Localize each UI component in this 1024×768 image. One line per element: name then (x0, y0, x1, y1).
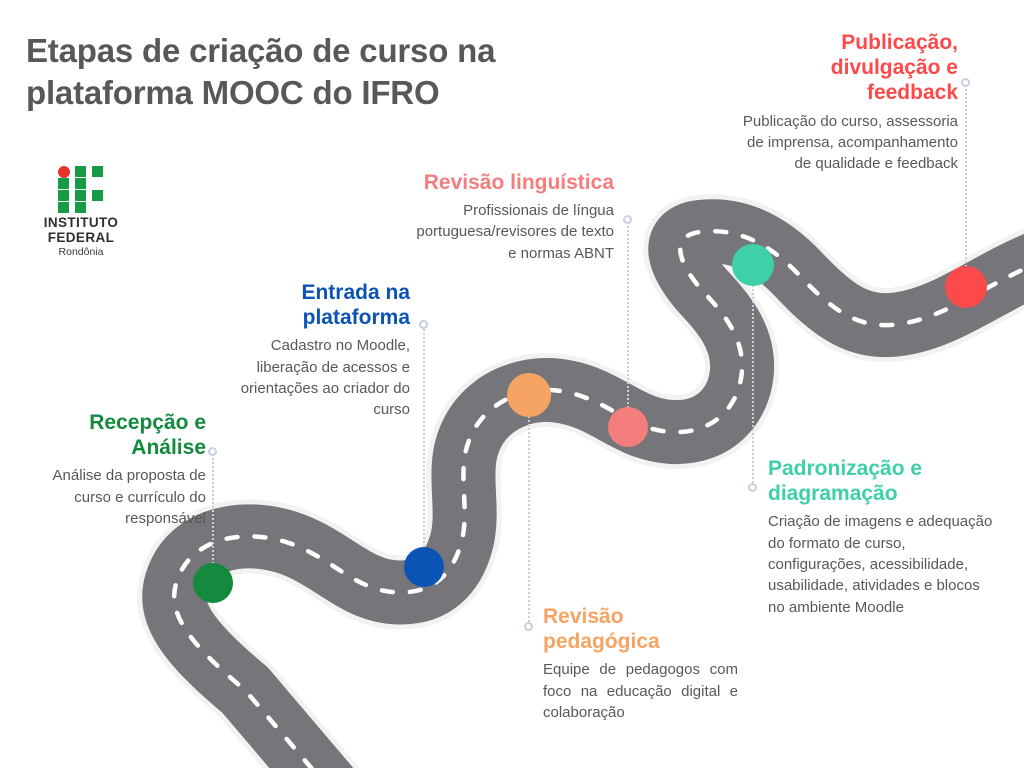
stage-desc-padronizacao-diagramacao: Criação de imagens e adequação do format… (768, 513, 993, 616)
logo-block (58, 190, 69, 201)
stage-title-entrada-plataforma: Entrada na plataforma (301, 281, 410, 330)
stage-revisao-linguistica: Revisão linguística Profissionais de lín… (412, 170, 614, 264)
logo-block (75, 166, 86, 177)
connector-line-publicacao-divulgacao-feedback (965, 82, 967, 287)
logo-block (75, 178, 86, 189)
stage-publicacao-divulgacao-feedback: Publicação, divulgação e feedback Public… (742, 30, 958, 174)
logo-mark (58, 166, 104, 213)
logo-block (58, 202, 69, 213)
connector-line-recepcao-analise (212, 451, 214, 583)
connector-line-revisao-linguistica (627, 219, 629, 427)
stage-title-padronizacao-diagramacao: Padronização e diagramação (768, 457, 923, 506)
stage-desc-publicacao-divulgacao-feedback: Publicação do curso, assessoria de impre… (742, 112, 958, 173)
stage-desc-revisao-pedagogica: Equipe de pedagogos com foco na educação… (543, 661, 738, 721)
ifro-logo: INSTITUTO FEDERAL Rondônia (25, 166, 137, 268)
connector-line-revisao-pedagogica (528, 395, 530, 626)
logo-block (75, 190, 86, 201)
stage-desc-entrada-plataforma: Cadastro no Moodle, liberação de acessos… (240, 337, 410, 419)
connector-ring-revisao-linguistica (623, 215, 632, 224)
logo-line-federal: FEDERAL (47, 229, 115, 245)
stage-entrada-plataforma: Entrada na plataforma Cadastro no Moodle… (222, 280, 410, 421)
stage-title-recepcao-analise: Recepção e Análise (89, 411, 206, 460)
stage-revisao-pedagogica: Revisão pedagógica Equipe de pedagogos c… (543, 604, 738, 723)
stage-desc-revisao-linguistica: Profissionais de língua portuguesa/revis… (416, 202, 614, 262)
logo-red-dot (58, 166, 70, 178)
logo-line-instituto: INSTITUTO (43, 215, 119, 230)
page-title: Etapas de criação de curso na plataforma… (26, 32, 496, 112)
connector-ring-entrada-plataforma (419, 320, 428, 329)
stage-title-revisao-pedagogica: Revisão pedagógica (543, 605, 660, 654)
logo-line-rondonia: Rondônia (58, 246, 104, 259)
logo-block (92, 190, 103, 201)
logo-block (92, 166, 103, 177)
logo-block (58, 178, 69, 189)
stage-desc-recepcao-analise: Análise da proposta de curso e currículo… (52, 467, 206, 527)
connector-ring-revisao-pedagogica (524, 622, 533, 631)
logo-block (75, 202, 86, 213)
connector-ring-padronizacao-diagramacao (748, 483, 757, 492)
connector-ring-recepcao-analise (208, 447, 217, 456)
logo-wordmark: INSTITUTO FEDERAL Rondônia (25, 215, 137, 259)
stage-title-revisao-linguistica: Revisão linguística (423, 171, 614, 194)
stage-title-publicacao-divulgacao-feedback: Publicação, divulgação e feedback (830, 31, 958, 105)
connector-line-entrada-plataforma (423, 324, 425, 567)
stage-recepcao-analise: Recepção e Análise Análise da proposta d… (16, 410, 206, 529)
connector-ring-publicacao-divulgacao-feedback (961, 78, 970, 87)
stage-padronizacao-diagramacao: Padronização e diagramação Criação de im… (768, 456, 1000, 618)
connector-line-padronizacao-diagramacao (752, 265, 754, 487)
